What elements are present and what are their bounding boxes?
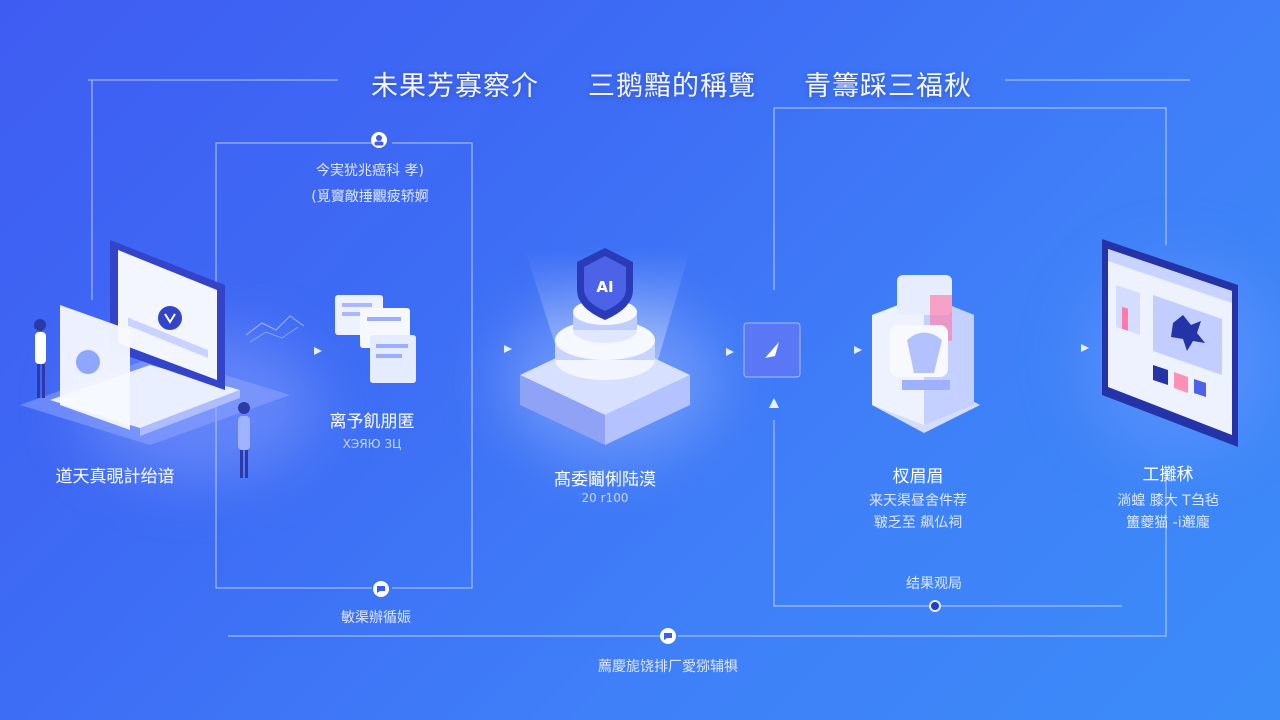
- laptop-icon: [10, 230, 300, 480]
- stage-core-sub: 20 r100: [581, 491, 629, 505]
- stage-process-sub-1: 来天渠昼舍件荐: [869, 493, 967, 509]
- stage-info-label: 离予飢朋匿: [329, 412, 415, 432]
- loop-result-label: 结果观局: [906, 576, 962, 592]
- chat-icon: [372, 580, 390, 598]
- robot-icon: [862, 255, 987, 440]
- stage-output-sub-1: 淌蝗 膝大 T刍毡: [1117, 493, 1219, 509]
- headline-segment-1: 未果芳寡察介: [371, 71, 539, 102]
- document-stack-icon: [330, 290, 420, 390]
- loop-bottom-label: 薦慶旎饶排厂愛猕辅犋: [598, 659, 738, 675]
- loop-left-bottom-label: 敏渠辦循娠: [341, 610, 411, 626]
- stage-input-label: 道天真覗計绐谙: [55, 467, 175, 487]
- info-line-1: 今実犹兆癌科 孝): [316, 163, 424, 179]
- headline-segment-3: 青籌踩三福秋: [804, 71, 972, 102]
- headline-segment-2: 三鹅黯的稱覽: [588, 71, 756, 102]
- message-icon: [659, 627, 677, 645]
- person-icon: [370, 131, 388, 149]
- stage-process-label: 杈眉眉: [892, 467, 944, 487]
- stage-output-sub-2: 簠夔猫 -i邂龐: [1126, 515, 1210, 531]
- stage-core-label: 髙委鬮俐陆漠: [554, 470, 656, 490]
- stage-output-label: 工攤秫: [1142, 465, 1194, 485]
- monitor-icon: [1098, 235, 1243, 450]
- stage-info-sub: ХЭЯЮ ЗЦ: [342, 437, 402, 451]
- arrow-icon: [743, 322, 801, 378]
- svg-text:AI: AI: [596, 278, 613, 296]
- stage-process-sub-2: 皲乏至 飙仏祠: [873, 515, 963, 531]
- pedestal-icon: AI: [515, 240, 695, 455]
- info-line-2: (覓竇敵捶覼疲轿婀: [311, 189, 429, 205]
